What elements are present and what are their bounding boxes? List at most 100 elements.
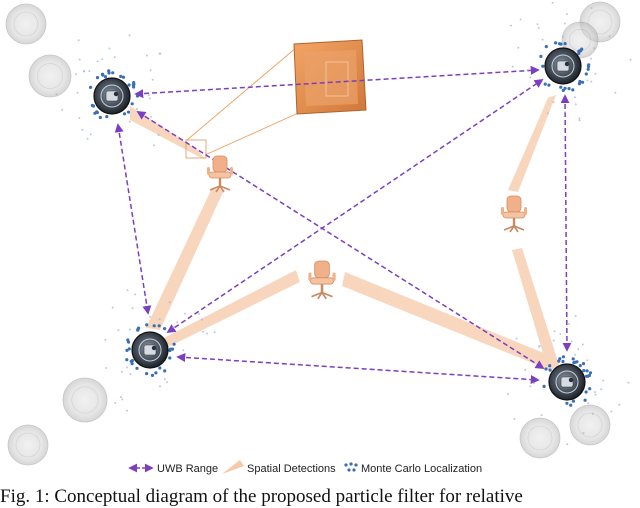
particle <box>581 362 586 366</box>
uwb-range-arrow <box>166 78 544 334</box>
particle <box>121 75 126 79</box>
particle <box>547 112 549 115</box>
ghost-robot-icon <box>569 404 611 446</box>
particle <box>594 72 597 75</box>
robot-vacuum-icon <box>548 363 586 401</box>
particle <box>544 367 548 371</box>
particle <box>147 94 150 97</box>
particle <box>135 94 140 98</box>
particle <box>88 70 91 72</box>
particle <box>89 85 93 89</box>
particle <box>579 49 583 53</box>
particle <box>149 315 152 318</box>
particle <box>578 364 582 368</box>
particle <box>129 328 131 331</box>
ghost-robot-icon <box>62 377 108 423</box>
particle <box>126 110 131 114</box>
particle <box>126 289 129 292</box>
particle <box>529 385 532 388</box>
particle <box>542 384 546 388</box>
particle <box>559 85 563 89</box>
particle <box>552 339 555 342</box>
particle <box>629 58 632 61</box>
particle <box>78 58 81 61</box>
particle <box>548 368 552 372</box>
particle <box>91 104 95 108</box>
particle <box>76 91 79 94</box>
particle <box>101 73 105 77</box>
particle <box>533 382 536 385</box>
particle <box>515 337 518 340</box>
particle <box>101 58 104 61</box>
particle <box>122 112 127 116</box>
particle <box>590 80 593 83</box>
particle <box>519 18 522 21</box>
particle <box>578 119 581 122</box>
particle <box>149 69 152 72</box>
particle <box>529 76 532 79</box>
robot-vacuum-icon <box>544 47 582 85</box>
ghost-robot-icon <box>519 417 561 459</box>
particle <box>561 355 566 359</box>
particle <box>571 399 576 403</box>
particle <box>577 82 582 86</box>
particle-robot-ghosts <box>5 1 621 466</box>
uwb-range-arrow <box>114 123 152 315</box>
particle <box>557 42 562 46</box>
ghost-robot-icon <box>7 424 49 466</box>
ghost-robot-icon <box>28 54 72 98</box>
particle <box>610 410 613 413</box>
particle <box>563 22 566 25</box>
spatial-detections-label: Spatial Detections <box>247 463 336 475</box>
particle <box>121 398 124 401</box>
particle <box>551 1 554 4</box>
particle <box>130 359 134 363</box>
particle <box>559 333 562 335</box>
uwb-range-arrow <box>560 94 572 352</box>
particle <box>583 398 587 402</box>
particle <box>594 393 597 396</box>
particle <box>148 97 151 100</box>
particle <box>168 356 172 360</box>
particle <box>566 443 569 446</box>
particle <box>541 38 544 41</box>
particle <box>134 293 137 296</box>
particle <box>172 326 175 329</box>
particle <box>537 26 540 29</box>
particle <box>128 34 131 37</box>
uwb-range-label: UWB Range <box>157 463 218 475</box>
particle <box>61 108 64 111</box>
particle <box>98 115 102 120</box>
particle <box>537 345 540 348</box>
particle <box>145 54 148 57</box>
particle <box>200 318 203 321</box>
particle <box>588 371 593 375</box>
particle <box>166 381 168 384</box>
particle <box>145 323 149 327</box>
particle <box>544 45 548 49</box>
particle <box>130 102 134 106</box>
monte-carlo-localization-label: Monte Carlo Localization <box>361 463 482 475</box>
particle <box>574 315 577 318</box>
particle <box>136 327 140 332</box>
monte-carlo-legend-icon <box>344 462 358 472</box>
particle <box>569 403 573 407</box>
particle <box>565 13 568 16</box>
particle <box>163 369 167 373</box>
particle <box>558 357 562 361</box>
particle <box>565 401 569 405</box>
particle <box>608 35 611 38</box>
particle <box>154 371 158 375</box>
particle <box>584 390 588 394</box>
particle <box>135 366 139 370</box>
particle <box>571 357 575 361</box>
particle <box>573 96 576 99</box>
particle <box>129 373 132 376</box>
particle <box>590 57 592 60</box>
particle <box>600 388 603 391</box>
particle <box>55 93 58 96</box>
spatial-detection-legend-icon <box>222 460 244 474</box>
particle <box>157 324 161 328</box>
particle <box>586 374 590 378</box>
particle <box>567 322 570 325</box>
